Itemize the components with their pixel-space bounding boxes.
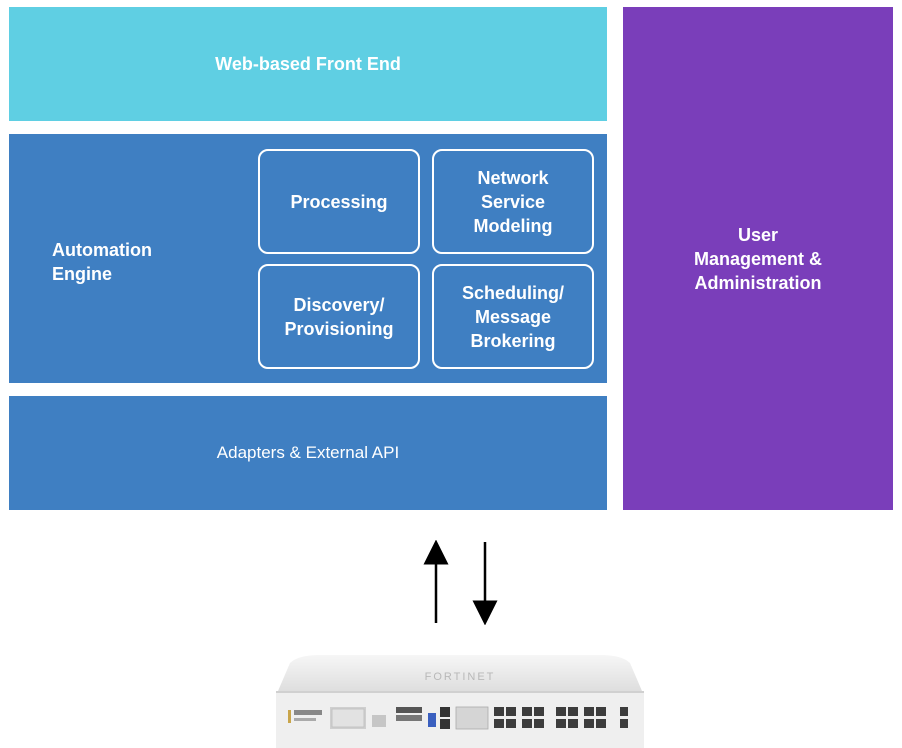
module-label: Network Service Modeling [473,167,553,236]
module-discovery-provisioning: Discovery/ Provisioning [258,264,420,369]
fortinet-appliance-icon: FORTINET [276,655,644,748]
web-front-end-label: Web-based Front End [215,53,401,74]
web-front-end-block: Web-based Front End [9,7,607,121]
module-label: Scheduling/ Message Brokering [461,282,564,351]
adapters-external-api-block: Adapters & External API [9,396,607,510]
adapters-label: Adapters & External API [216,443,400,462]
device-brand-text: FORTINET [425,671,496,683]
automation-engine-label: Automation Engine [52,240,152,284]
module-label: Processing [290,191,388,212]
module-processing: Processing [258,149,420,254]
module-scheduling-message-brokering: Scheduling/ Message Brokering [432,264,594,369]
module-network-service-modeling: Network Service Modeling [432,149,594,254]
bidirectional-arrows [423,540,498,625]
user-management-block: User Management & Administration [623,7,893,510]
module-label: Discovery/ Provisioning [284,294,394,339]
user-management-label: User Management & Administration [693,224,823,293]
